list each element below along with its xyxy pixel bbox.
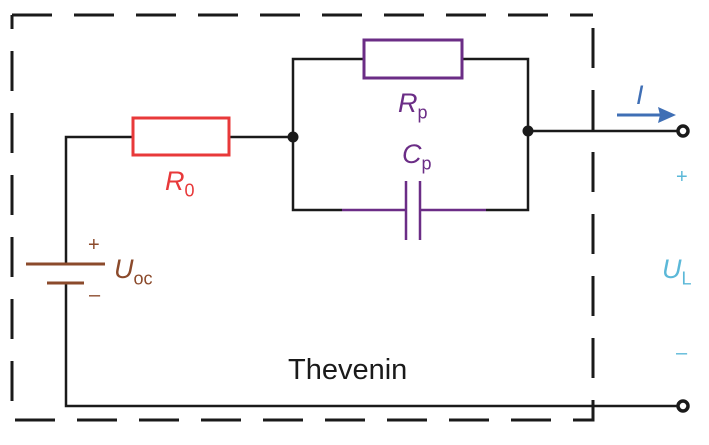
label-r0-subscript: 0 — [184, 180, 195, 201]
label-uoc-minus: – — [89, 284, 101, 306]
current-arrow — [617, 107, 676, 123]
label-rp-symbol: R — [398, 88, 418, 118]
resistor-r0 — [131, 116, 231, 157]
label-ul-symbol: U — [662, 254, 682, 284]
label-uoc-plus: + — [88, 234, 100, 256]
label-current: I — [636, 80, 644, 110]
label-uoc: Uoc — [114, 254, 153, 289]
junction-node-left — [287, 131, 299, 143]
label-uoc-subscript: oc — [133, 268, 153, 289]
resistor-rp — [362, 38, 464, 80]
wire-left — [64, 135, 133, 265]
terminal-negative[interactable] — [676, 399, 690, 413]
terminal-positive[interactable] — [676, 124, 690, 138]
voltage-source-uoc — [26, 262, 105, 285]
wire-cp-right — [486, 131, 530, 212]
label-uoc-symbol: U — [114, 254, 134, 284]
wire-rp-left — [291, 57, 364, 137]
label-ul-subscript: L — [681, 268, 692, 289]
junction-node-right — [522, 125, 534, 137]
wire-rp-right — [462, 57, 530, 131]
label-cp-symbol: C — [402, 139, 422, 169]
label-r0-symbol: R — [165, 166, 185, 196]
wires — [64, 57, 683, 408]
wire-bottom — [64, 283, 683, 408]
label-rp: Rp — [398, 88, 428, 123]
label-r0: R0 — [165, 166, 195, 201]
label-ul: UL — [662, 254, 692, 289]
thevenin-label: Thevenin — [288, 354, 408, 386]
label-ul-minus: – — [676, 342, 688, 364]
label-cp: Cp — [402, 139, 432, 174]
thevenin-boundary — [10, 13, 595, 422]
capacitor-cp — [342, 181, 486, 240]
label-rp-subscript: p — [417, 102, 428, 123]
label-cp-subscript: p — [421, 153, 432, 174]
label-ul-plus: + — [676, 166, 688, 188]
wire-cp-left — [291, 137, 342, 212]
